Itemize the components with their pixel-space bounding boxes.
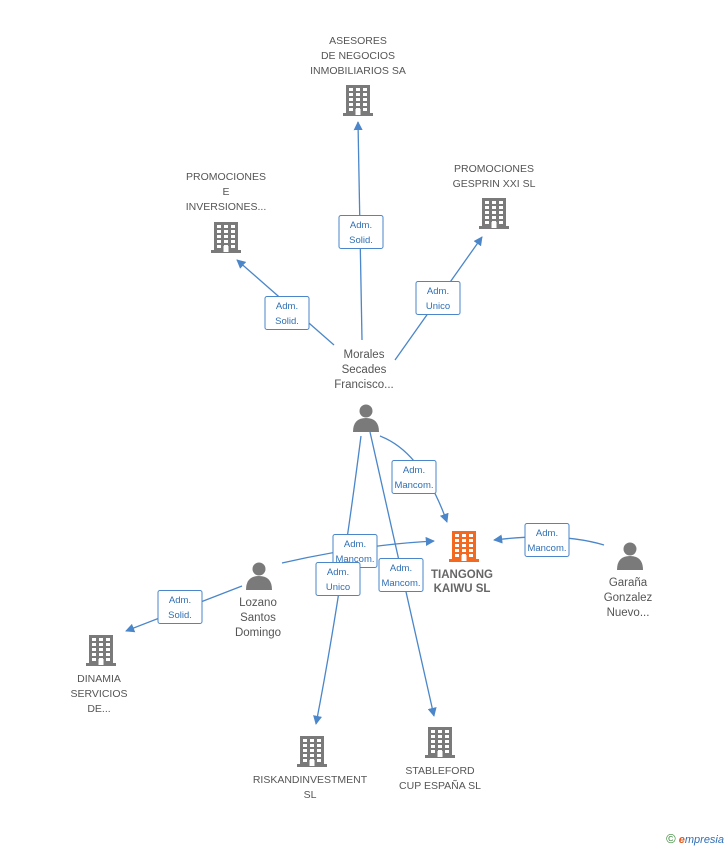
- node-label-line: Nuevo...: [607, 607, 650, 619]
- node-label-line: DE NEGOCIOS: [321, 50, 395, 62]
- edge-label-line: Adm.: [536, 528, 558, 539]
- edge-label-line: Adm.: [276, 301, 298, 312]
- building-icon: [297, 736, 327, 767]
- node-label-line: Domingo: [235, 627, 281, 639]
- building-icon: [425, 727, 455, 758]
- node-label-line: Morales: [344, 349, 385, 361]
- node-label-line: E: [222, 186, 229, 198]
- edge-label-line: Adm.: [327, 567, 349, 578]
- node-label-line: Santos: [240, 612, 276, 624]
- copyright-symbol: ©: [666, 831, 676, 846]
- edge-label-line: Adm.: [403, 465, 425, 476]
- edge-label-line: Mancom.: [394, 480, 433, 491]
- person-icon: [353, 404, 379, 432]
- edge-label-box[interactable]: Adm. Solid.: [338, 215, 384, 249]
- node-gesprin[interactable]: PROMOCIONES GESPRIN XXI SL: [453, 163, 536, 229]
- node-label-line: DE...: [87, 703, 110, 715]
- edge-label-line: Solid.: [349, 235, 373, 246]
- node-tiangong[interactable]: TIANGONG KAIWU SL: [431, 531, 493, 595]
- brand-name: mpresia: [684, 834, 724, 846]
- edge-label-box[interactable]: Adm. Solid.: [264, 296, 310, 330]
- edge-label-line: Adm.: [427, 286, 449, 297]
- node-morales[interactable]: MoralesSecadesFrancisco...: [334, 349, 394, 432]
- node-asesores[interactable]: ASESORES DE NEGOCIOS INMOBILIARIOS SA: [310, 35, 406, 116]
- node-riskand[interactable]: RISKANDINVESTMENT SL: [253, 736, 368, 801]
- node-label-line: PROMOCIONES: [186, 171, 266, 183]
- edge-label-line: Solid.: [275, 316, 299, 327]
- node-label-line: Gonzalez: [604, 592, 653, 604]
- node-garana[interactable]: GarañaGonzalezNuevo...: [604, 542, 653, 620]
- edge-label-line: Mancom.: [527, 543, 566, 554]
- node-label-line: DINAMIA: [77, 673, 121, 685]
- node-label-line: INVERSIONES...: [186, 201, 267, 213]
- node-label-line: Garaña: [609, 577, 648, 589]
- node-label-line: RISKANDINVESTMENT: [253, 774, 368, 786]
- edge-label-box[interactable]: Adm. Mancom.: [332, 534, 378, 568]
- edge-label-line: Solid.: [168, 610, 192, 621]
- node-promo_inv[interactable]: PROMOCIONES E INVERSIONES...: [186, 171, 267, 253]
- node-label-line: ASESORES: [329, 35, 387, 47]
- edge-label-box[interactable]: Adm. Unico: [315, 562, 361, 596]
- node-label-line: CUP ESPAÑA SL: [399, 779, 481, 792]
- node-dinamia[interactable]: DINAMIA SERVICIOS DE...: [71, 635, 128, 715]
- edge-label-line: Adm.: [169, 595, 191, 606]
- building-icon: [343, 85, 373, 116]
- building-icon: [211, 222, 241, 253]
- edge-label-line: Mancom.: [335, 554, 374, 565]
- node-label-line: KAIWU SL: [434, 583, 491, 595]
- person-icon: [246, 562, 272, 590]
- node-label-line: Francisco...: [334, 379, 393, 391]
- edge-label-line: Adm.: [344, 539, 366, 550]
- node-label-line: SERVICIOS: [71, 688, 128, 700]
- brand-logo: © empresia: [666, 831, 724, 846]
- node-label-line: GESPRIN XXI SL: [453, 178, 536, 190]
- edge-label-line: Unico: [426, 301, 450, 312]
- edge-label-box[interactable]: Adm. Mancom.: [378, 558, 424, 592]
- edge-label-line: Adm.: [350, 220, 372, 231]
- building-icon: [86, 635, 116, 666]
- edge-label-box[interactable]: Adm. Mancom.: [524, 523, 570, 557]
- node-label-line: TIANGONG: [431, 569, 493, 581]
- node-label-line: PROMOCIONES: [454, 163, 534, 175]
- edge-label-box[interactable]: Adm. Unico: [415, 281, 461, 315]
- brand-initial: e: [678, 834, 685, 846]
- edge-label-line: Unico: [326, 582, 350, 593]
- node-stableford[interactable]: STABLEFORD CUP ESPAÑA SL: [399, 727, 481, 792]
- person-icon: [617, 542, 643, 570]
- edge-label-line: Mancom.: [381, 578, 420, 589]
- node-label-line: Secades: [342, 364, 387, 376]
- node-label-line: STABLEFORD: [405, 765, 475, 777]
- edge-label-line: Adm.: [390, 563, 412, 574]
- node-label-line: SL: [304, 789, 317, 801]
- node-label-line: Lozano: [239, 597, 277, 609]
- edge-label-box[interactable]: Adm. Solid.: [157, 590, 203, 624]
- building-icon: [479, 198, 509, 229]
- building-icon: [449, 531, 479, 562]
- node-label-line: INMOBILIARIOS SA: [310, 65, 406, 77]
- edge-label-box[interactable]: Adm. Mancom.: [391, 460, 437, 494]
